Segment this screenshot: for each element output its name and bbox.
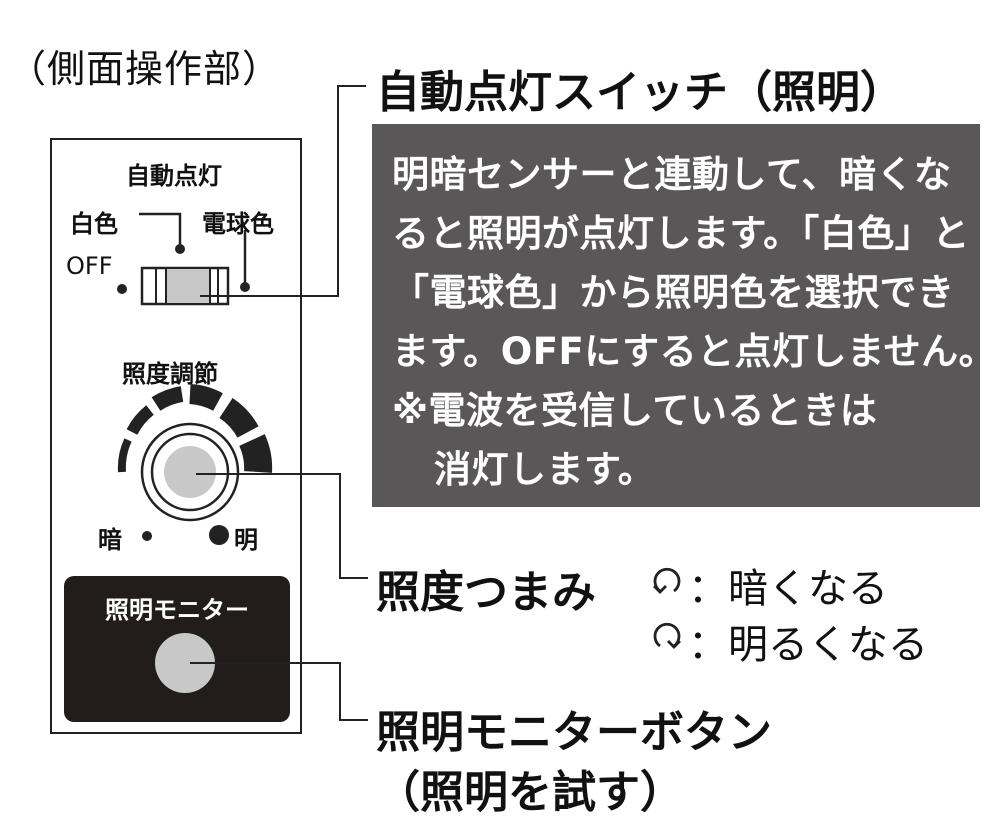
white-indicator-line [139,212,182,246]
side-panel-label: （側面操作部） [8,47,282,91]
dark-dot-small [142,531,152,541]
ccw-legend: ：暗くなる [688,566,888,612]
clockwise-icon [653,622,681,649]
description-line: ます。OFFにすると点灯しません。 [392,330,997,373]
monitor-button[interactable] [155,633,215,693]
dimmer-scale-arc [117,384,273,473]
auto-switch-leader-line [200,85,366,297]
off-label: OFF [66,252,113,280]
auto-light-slide-switch[interactable] [140,266,230,306]
white-position-dot [175,244,185,254]
off-position-dot [117,284,127,294]
auto-switch-title: 自動点灯スイッチ（照明） [376,67,904,118]
white-color-label: 白色 [70,210,118,238]
auto-switch-description-box: 明暗センサーと連動して、暗くな ると照明が点灯します。「白色」と 「電球色」から… [372,124,996,507]
bright-label: 明 [234,526,258,554]
dark-label: 暗 [98,526,122,554]
description-line: 明暗センサーと連動して、暗くな [392,153,952,196]
auto-light-label: 自動点灯 [126,162,222,190]
counterclockwise-icon [653,567,681,594]
dimmer-knob-title: 照度つまみ [376,567,596,618]
slide-switch-knob [165,267,211,305]
dimmer-knob[interactable] [140,422,240,522]
description-line: 「電球色」から照明色を選択でき [392,271,955,314]
bulb-color-label: 電球色 [202,210,274,238]
dimmer-knob-center [164,446,216,498]
monitor-button-title: 照明モニターボタン [376,707,772,758]
monitor-button-subtitle: （照明を試す） [376,767,684,818]
monitor-label: 照明モニター [105,596,249,624]
description-line: ると照明が点灯します。「白色」と [392,212,970,255]
dimmer-leader-line [196,473,368,579]
description-note: ※電波を受信しているときは [392,389,878,432]
bulb-position-dot [240,282,250,292]
bright-dot-large [209,525,229,545]
cw-legend: ：明るくなる [688,622,928,668]
monitor-leader-line [190,662,368,721]
description-note-cont: 消灯します。 [434,448,656,491]
dimmer-label: 照度調節 [122,360,218,388]
